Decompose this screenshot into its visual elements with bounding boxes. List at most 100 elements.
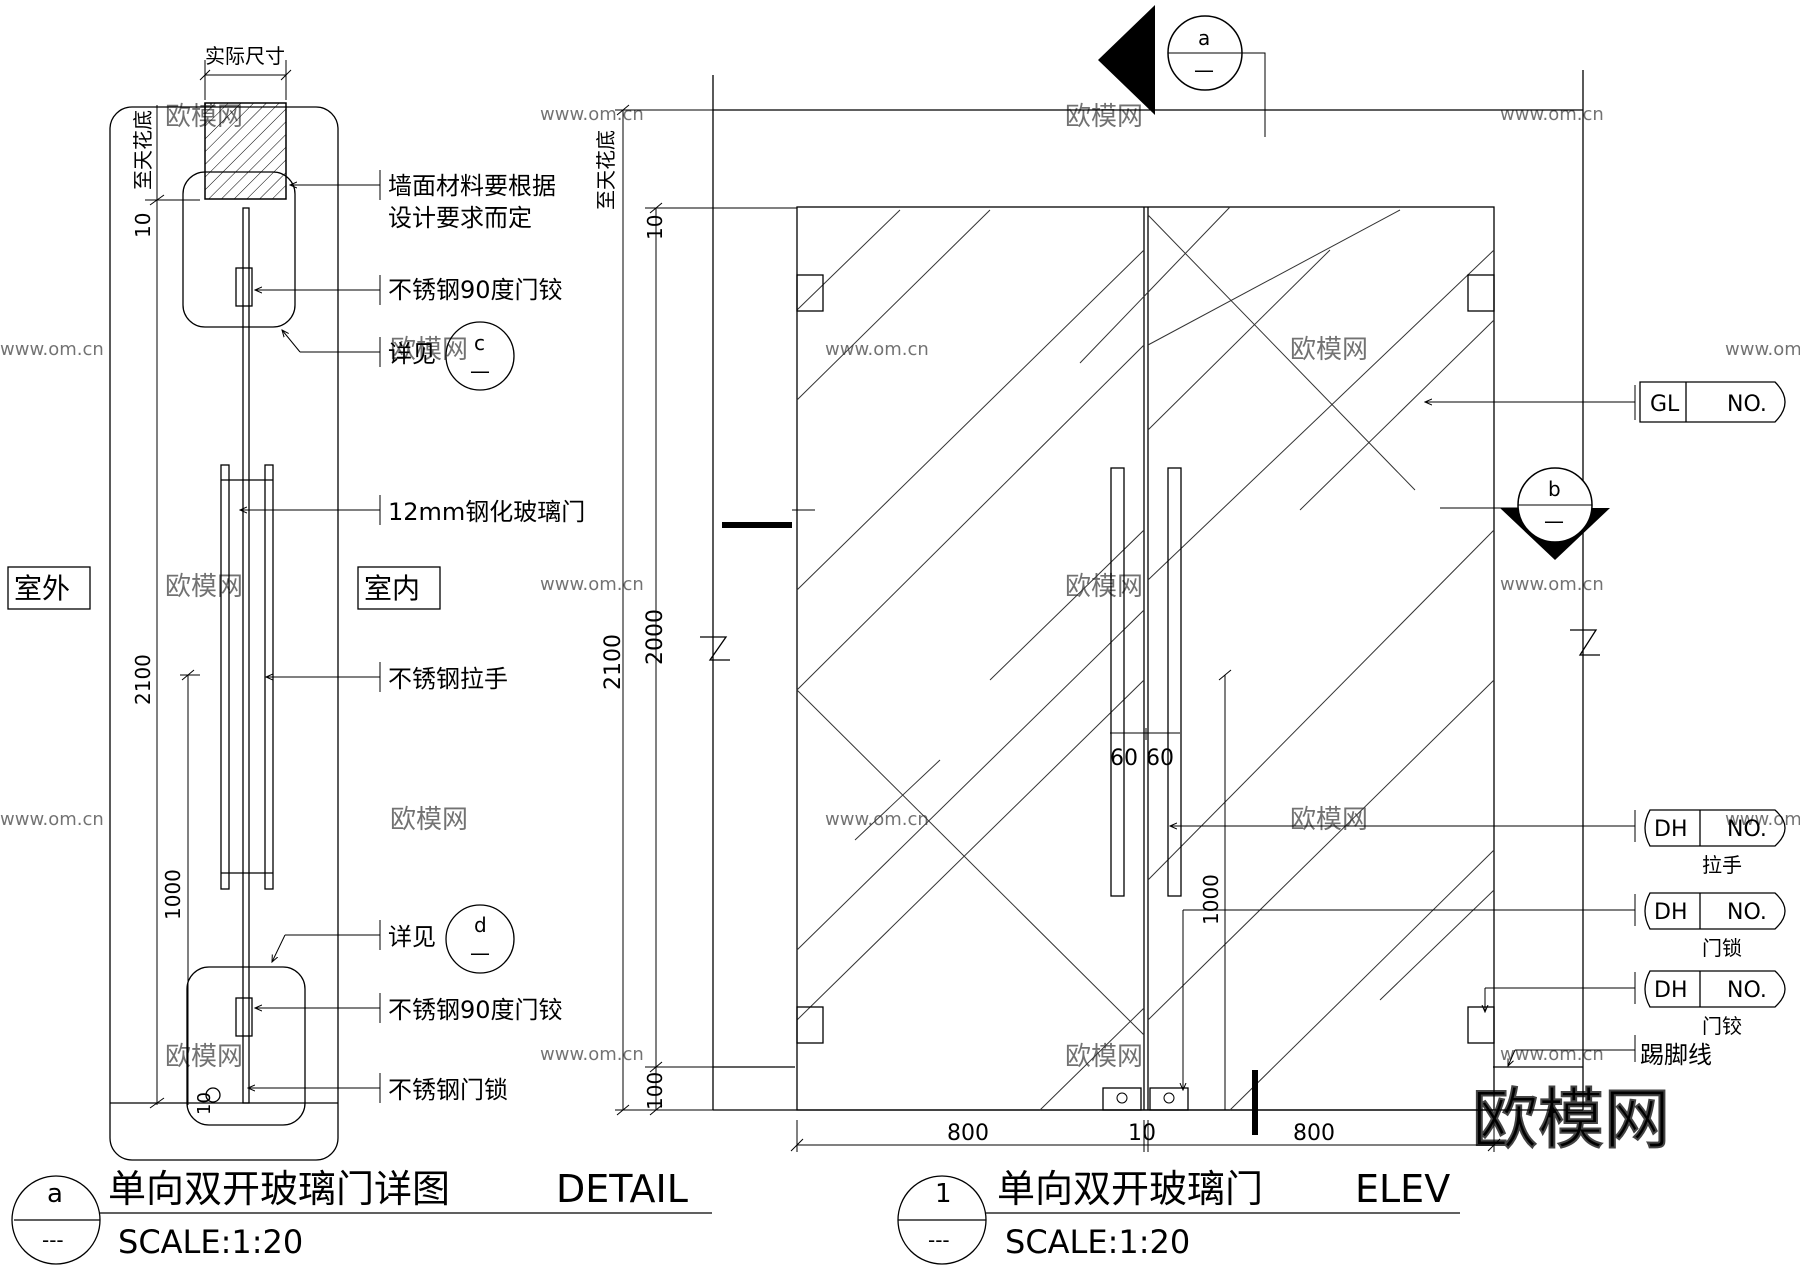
tag-dh-hinge: DH NO. 门铰 [1485, 970, 1786, 1038]
dim-10-bottom: 10 [194, 1092, 215, 1115]
section-b-dash: — [1544, 509, 1564, 533]
watermark-site: www.om.cn [1500, 104, 1604, 125]
tag-gl-no: NO. [1727, 392, 1767, 417]
detail-zone-d [186, 966, 306, 1126]
wall-section-hatch [204, 102, 287, 200]
elevation: 至天花底 10 2100 2000 100 60 60 1000 800 10 … [594, 5, 1786, 1265]
callout-c-letter: c [474, 331, 485, 355]
see-c-label: 详见 [388, 340, 436, 368]
hinge-bottom-right [1467, 1006, 1495, 1044]
hinge-bottom-left [796, 1006, 824, 1044]
inside-label: 室内 [364, 572, 420, 605]
watermark-brand: 欧模网 [1290, 805, 1368, 835]
wall-note-line2: 设计要求而定 [388, 204, 532, 232]
dim-2000: 2000 [643, 609, 668, 665]
watermark-brand: 欧模网 [165, 572, 243, 602]
section-b-letter: b [1548, 477, 1561, 501]
watermark-site: www.om.cn [0, 339, 104, 360]
watermark-brand: 欧模网 [1065, 1042, 1143, 1072]
skirting-label: 踢脚线 [1640, 1041, 1712, 1069]
callout-d-dash: — [470, 941, 490, 965]
detail-title-scale: SCALE:1:20 [118, 1223, 303, 1261]
watermark-site: www.om.cn [0, 809, 104, 830]
tag-gl-code: GL [1650, 392, 1680, 417]
hinge-top-right [1467, 274, 1495, 312]
glass-reflection-right [1079, 206, 1495, 1111]
section-symbol-b: b — [1440, 467, 1610, 560]
dim-10-left: 10 [131, 213, 155, 238]
callout-d-letter: d [474, 913, 487, 937]
tag-dh-hinge-code: DH [1654, 978, 1687, 1003]
watermark-brand: 欧模网 [1065, 102, 1143, 132]
glass-label: 12mm钢化玻璃门 [388, 498, 585, 526]
dim-2100: 2100 [601, 634, 626, 690]
elev-title-num: 1 [935, 1179, 952, 1209]
hinge-top-label: 不锈钢90度门铰 [388, 276, 563, 304]
watermark-layer: 欧模网 www.om.cn 欧模网 www.om.cn www.om.cn 欧模… [0, 102, 1800, 1159]
detail-outline [109, 106, 339, 1161]
elev-title-dash: --- [928, 1228, 950, 1252]
door-handle-left [1110, 467, 1125, 897]
elev-title-name: 单向双开玻璃门 [997, 1167, 1263, 1211]
lock-label: 不锈钢门锁 [388, 1076, 508, 1104]
detail-title-dash: --- [42, 1228, 64, 1252]
to-ceiling-right: 至天花底 [594, 130, 618, 210]
watermark-brand: 欧模网 [1065, 572, 1143, 602]
floor-lock-right [1149, 1087, 1189, 1111]
outside-label-box [7, 566, 91, 610]
dim-2100-left: 2100 [131, 654, 155, 705]
door-handle-right [1167, 467, 1182, 897]
watermark-site: www.om.cn [540, 574, 644, 595]
outside-label: 室外 [14, 572, 70, 605]
detail-zone-c [182, 171, 296, 328]
dim-10-gap: 10 [1128, 1121, 1156, 1146]
tag-dh-lock: DH NO. 门锁 [1183, 892, 1786, 1090]
dim-1000: 1000 [1199, 874, 1223, 925]
detail-title-type: DETAIL [556, 1167, 688, 1211]
callout-c-dash: — [470, 359, 490, 383]
detail-title-num: a [47, 1179, 63, 1209]
detail-title-name: 单向双开玻璃门详图 [108, 1167, 450, 1211]
hinge-top-left [796, 274, 824, 312]
watermark-site: www.om.cn [1725, 339, 1800, 360]
watermark-brand: 欧模网 [390, 335, 468, 365]
watermark-site: www.om.cn [1725, 809, 1800, 830]
watermark-site: www.om.cn [540, 1044, 644, 1065]
tag-dh-lock-caption: 门锁 [1702, 936, 1742, 960]
tag-dh-handle-caption: 拉手 [1702, 853, 1742, 877]
tag-dh-handle: DH NO. 拉手 [1170, 809, 1786, 877]
section-a-letter: a [1198, 26, 1210, 50]
see-d-label: 详见 [388, 923, 436, 951]
watermark-site: www.om.cn [1500, 1044, 1604, 1065]
section-symbol-a: a — [1098, 5, 1266, 137]
watermark-site: www.om.cn [1500, 574, 1604, 595]
inside-label-box [357, 566, 441, 610]
elev-title-type: ELEV [1355, 1167, 1450, 1211]
section-a-dash: — [1194, 58, 1214, 82]
dim-60-right: 60 [1146, 746, 1174, 771]
tag-dh-lock-no: NO. [1727, 900, 1767, 925]
floor-lock-left [1102, 1087, 1142, 1111]
dim-60-left: 60 [1110, 746, 1138, 771]
dim-800-left: 800 [947, 1121, 989, 1146]
break-mark-right [1570, 629, 1600, 656]
hinge-bottom-section [235, 997, 253, 1037]
glass-pane-section [242, 207, 250, 1104]
wall-note-line1: 墙面材料要根据 [388, 172, 556, 200]
tag-dh-handle-code: DH [1654, 817, 1687, 842]
dim-10: 10 [643, 215, 667, 240]
tag-dh-hinge-caption: 门铰 [1702, 1014, 1742, 1038]
watermark-site: www.om.cn [540, 104, 644, 125]
break-mark-left [700, 636, 730, 661]
watermark-site: www.om.cn [825, 339, 929, 360]
glass-reflection-left [796, 209, 1145, 1111]
dim-1000-left: 1000 [161, 869, 185, 920]
tag-dh-hinge-no: NO. [1727, 978, 1767, 1003]
to-ceiling-left: 至天花底 [131, 110, 155, 190]
hinge-bottom-label: 不锈钢90度门铰 [388, 996, 563, 1024]
door-frame [796, 206, 1495, 1111]
handle-label: 不锈钢拉手 [388, 665, 508, 693]
elev-title-scale: SCALE:1:20 [1005, 1223, 1190, 1261]
top-dimension-label: 实际尺寸 [205, 44, 285, 68]
